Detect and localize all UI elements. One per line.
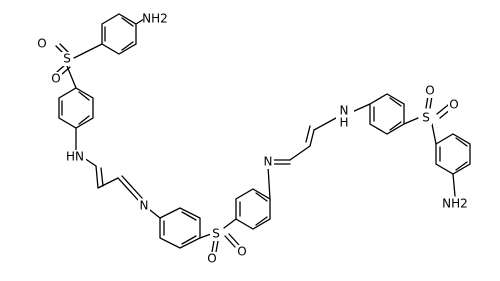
bond-chain-r-1 (289, 145, 311, 161)
bond-chain-1-double (100, 167, 104, 187)
bond-s-o-mid-2 (224, 235, 236, 248)
label-nh2-right: NH2 (442, 197, 468, 211)
o-right-2-label: O (449, 98, 458, 112)
nh2-right-label: NH2 (442, 197, 468, 211)
ring-mid-left-inner-bond (181, 211, 197, 221)
bond-ring4-to-n-right (267, 165, 271, 200)
ring-right-hexagon (369, 93, 405, 135)
bond-nh-to-ring5 (351, 103, 371, 113)
ring-left-inner-bond (78, 91, 90, 101)
o-top-2-label: O (51, 72, 60, 86)
nh-right-h-label: H (339, 116, 348, 130)
ring-top-aminophenyl (101, 13, 137, 55)
nh2-top-label: NH2 (142, 12, 168, 26)
bond-s-o-mid-1b (215, 240, 219, 253)
nh-right-n-label: N (340, 104, 349, 118)
o-right-1-label: O (425, 84, 434, 98)
bond-chain-3 (117, 177, 139, 201)
s-mid-label: S (212, 227, 220, 241)
ring-top-aminophenyl-hexagon (101, 13, 137, 55)
ring-right-amino-inner-bond (455, 137, 468, 147)
ring-right-aminophenyl (435, 133, 471, 175)
o-top-1-label: O (37, 37, 46, 51)
ring-right-phenyl (369, 93, 405, 135)
o-mid-1-label: O (207, 252, 216, 266)
ring-left-inner-bond (78, 115, 90, 125)
label-nh-left: HN (64, 150, 86, 164)
nh-left-label: HN (66, 150, 84, 164)
bond-s-o-right-2 (436, 104, 449, 115)
bond-chain-3-double (121, 175, 143, 199)
s-top-label: S (63, 52, 71, 66)
ring-left-phenyl (58, 87, 94, 129)
label-o-right-1: O (424, 84, 436, 98)
bond-s-o-top-1 (59, 43, 69, 53)
label-n-right: N (262, 155, 274, 169)
bond-ring-to-s-top (73, 43, 103, 59)
label-nh2-top: NH2 (142, 12, 168, 26)
label-o-mid-2: O (236, 245, 248, 259)
bond-chain-2 (97, 177, 119, 189)
label-s-right: S (420, 111, 432, 125)
bond-n-to-ring3 (149, 209, 161, 219)
ring-right-amino-inner-bond (455, 161, 468, 171)
label-o-top-1: O (36, 37, 48, 51)
ring-top-inner-bond (121, 17, 134, 27)
ring-mid-right-phenyl (235, 188, 271, 230)
bond-s-to-ring6 (431, 123, 437, 145)
bond-chain-r-3 (313, 117, 337, 131)
label-s-top: S (61, 52, 73, 66)
bond-ring-to-nh2-top (135, 18, 145, 25)
bond-s-o-mid-1 (211, 240, 215, 253)
ring-right-inner-bond (389, 97, 402, 107)
bond-ring6-to-nh2 (452, 173, 456, 197)
bond-chain-r-2-double (305, 125, 311, 143)
ring-mid-left-inner-bond (181, 235, 197, 245)
o-mid-2-label: O (237, 245, 246, 259)
bond-s-to-ring2 (66, 65, 77, 89)
ring-mid-right-inner-bond (255, 192, 268, 202)
label-nh-right: N H (336, 104, 354, 130)
bond-s-to-ring4 (223, 218, 237, 229)
s-right-label: S (422, 111, 430, 125)
ring-mid-right-inner-bond (255, 216, 268, 226)
label-o-right-2: O (448, 98, 460, 112)
label-n-left: N (138, 199, 150, 213)
label-o-mid-1: O (206, 252, 218, 266)
ring-top-inner-bond (121, 41, 134, 51)
ring-right-aminophenyl-hexagon (435, 133, 471, 175)
n-right-label: N (264, 155, 273, 169)
ring-mid-left-hexagon (159, 207, 201, 249)
bond-chain-1 (95, 165, 99, 189)
bond-s-o-mid-2b (228, 233, 240, 246)
ring-right-inner-bond (389, 121, 402, 131)
label-o-top-2: O (50, 72, 62, 86)
n-left-label: N (140, 199, 149, 213)
bond-ring5-to-s-right (403, 117, 419, 125)
bond-chain-r-2 (309, 129, 315, 147)
ring-left-phenyl-hexagon (58, 87, 94, 129)
bond-ring3-to-s-mid (199, 233, 212, 239)
ring-mid-right-hexagon (235, 188, 271, 230)
label-s-mid: S (210, 227, 222, 241)
ring-mid-left-phenyl (159, 207, 201, 249)
